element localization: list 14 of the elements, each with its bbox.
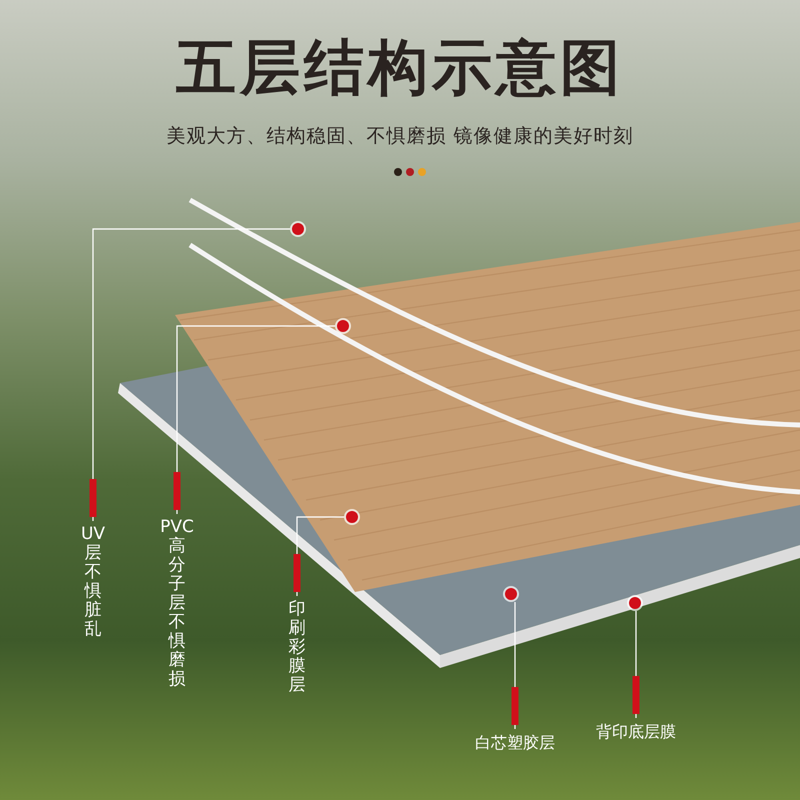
marker-dot [629, 597, 641, 609]
layer-label: 印刷彩膜层 [288, 600, 306, 695]
layer-label: 白芯塑胶层 [475, 733, 555, 754]
subtitle: 美观大方、结构稳固、不惧磨损 镜像健康的美好时刻 [165, 124, 635, 149]
marker-dot [337, 320, 349, 332]
layer-label: PVC高分子层不惧磨损 [160, 518, 194, 689]
layer-label: 背印底层膜 [596, 722, 676, 743]
leader-line [92, 228, 290, 521]
marker-dot [505, 588, 517, 600]
marker-dot [292, 223, 304, 235]
leader-line [176, 325, 335, 514]
title: 五层结构示意图 [175, 32, 625, 105]
layer-label: UV层不惧脏乱 [80, 525, 106, 639]
marker-dot [346, 511, 358, 523]
